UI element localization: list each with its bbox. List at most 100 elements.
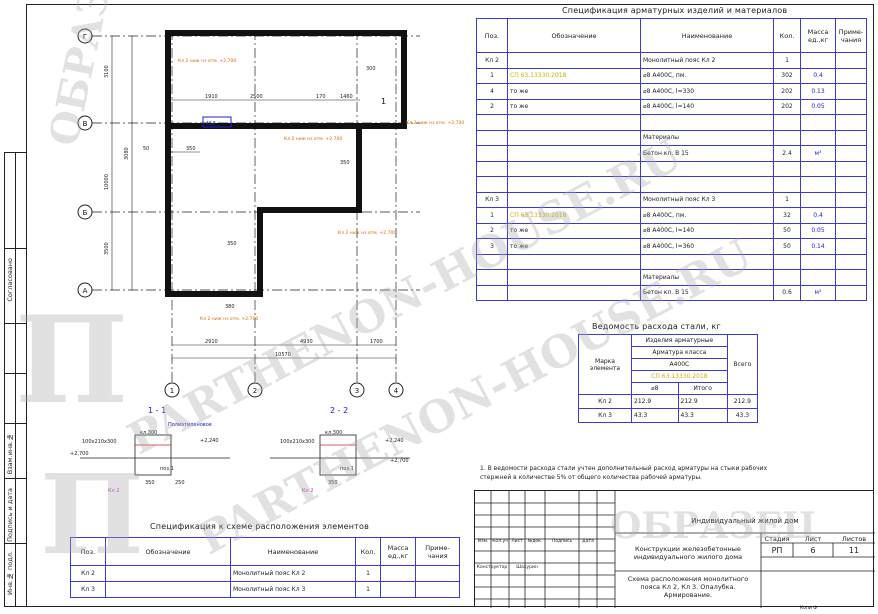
spec-main-cell: 202 [773, 98, 801, 115]
spec-bottom-title: Спецификация к схеме расположения элемен… [150, 522, 369, 531]
spec-bottom-cell: Кл 2 [70, 565, 106, 582]
axis-row-a: А [83, 287, 88, 295]
spec-main-cell: Бетон кл. В 15 [640, 284, 774, 301]
spec-main-cell [507, 160, 641, 177]
bcol-pos: Поз. [70, 537, 106, 566]
spec-main-cell: то же [507, 98, 641, 115]
dim-inner-9: 350 [227, 241, 237, 247]
steel-cell: 212.9 [726, 394, 759, 409]
spec-main-row [476, 114, 867, 131]
spec-main-cell [835, 191, 867, 208]
sheet-frame [26, 4, 874, 607]
spec-bottom-cell [415, 565, 460, 582]
spec-main-cell: 2.4 [773, 145, 801, 162]
tb-name: Шахурин [516, 565, 538, 570]
spec-main-cell [640, 176, 774, 193]
tb-col-doc: №док. [527, 539, 543, 544]
spec-main-cell: ⌀8 А400С, l=140 [640, 222, 774, 239]
s1-label-8: Кл 2 [108, 488, 120, 494]
spec-main-cell: Кл 2 [476, 52, 508, 69]
spec-main-cell [835, 253, 867, 270]
spec-main-row: Материалы [476, 269, 867, 286]
axis-row-v: В [83, 120, 88, 128]
s1-label-5: +2,700 [70, 451, 89, 457]
spec-main-cell [835, 114, 867, 131]
dim-inner-10: 380 [225, 304, 235, 310]
axis-col-4: 4 [394, 387, 399, 395]
spec-main-row [476, 160, 867, 177]
spec-main-cell: СП 63.13330.2018 [507, 207, 641, 224]
tb-sheet: 6 [810, 546, 816, 555]
format-label: Копи Ф [800, 606, 818, 611]
spec-main-cell: Материалы [640, 129, 774, 146]
section-2-title: 2 - 2 [330, 406, 348, 415]
tb-col-sign: Подпись [551, 539, 573, 544]
steel-h-d8: ⌀8 [631, 382, 679, 395]
steel-table: Марка элемента Изделия арматурные Всего … [578, 334, 759, 423]
spec-main-cell: 2 [476, 98, 508, 115]
spec-bottom-table: Поз. Обозначение Наименование Кол. Масса… [70, 537, 460, 598]
axis-row-g: Г [83, 33, 87, 41]
dim-inner-8: 350 [340, 160, 350, 166]
s2-label-3: +2,240 [385, 438, 404, 444]
spec-main-cell [476, 284, 508, 301]
spec-main-cell [507, 191, 641, 208]
spec-main-cell [507, 176, 641, 193]
dim-bottom-3: 1700 [370, 339, 383, 345]
dim-left-1: 3100 [104, 65, 110, 78]
spec-main-cell [835, 145, 867, 162]
stamp-replace-inv: Взам.инв.№ [6, 433, 14, 475]
s1-label-7: 250 [175, 480, 185, 486]
spec-main-cell: м³ [800, 145, 836, 162]
tb-drawing: Схема расположения монолитного пояса Кл … [627, 575, 749, 599]
axis-col-2: 2 [253, 387, 257, 395]
spec-main-cell: 1 [476, 207, 508, 224]
blue-tag: 1Б2 [206, 121, 216, 127]
spec-bottom-cell: 1 [355, 565, 381, 582]
spec-main-cell [773, 176, 801, 193]
dim-inner-4: 1460 [340, 94, 353, 100]
dim-inner-1: 1910 [205, 94, 218, 100]
spec-main-cell [800, 269, 836, 286]
spec-main-cell [773, 253, 801, 270]
spec-main-cell [507, 269, 641, 286]
spec-main-cell: ⌀8 А400С, l=330 [640, 83, 774, 100]
dim-left-3: 10000 [104, 174, 110, 190]
spec-main-cell: Кл 3 [476, 191, 508, 208]
spec-main-cell: Бетон кл. В 15 [640, 145, 774, 162]
col-name: Наименование [640, 18, 774, 53]
spec-main-table: Поз. Обозначение Наименование Кол. Масса… [476, 18, 867, 301]
spec-main-cell: ⌀8 А400С, l=360 [640, 238, 774, 255]
spec-main-cell [835, 238, 867, 255]
spec-main-cell [773, 160, 801, 177]
callout-1: Кл 2 ниж нз отм. +2.700 [178, 58, 236, 64]
spec-main-cell [800, 253, 836, 270]
axis-col-1: 1 [170, 387, 174, 395]
axis-row-b: Б [83, 209, 88, 217]
dim-inner-6: 50 [143, 146, 149, 152]
axis-col-3: 3 [355, 387, 359, 395]
spec-main-cell [476, 129, 508, 146]
s1-label-2: 100х210х300 [82, 439, 117, 445]
steel-cell: 43.3 [726, 408, 759, 423]
dim-inner-5: 300 [366, 66, 376, 72]
steel-h-a400: А400С [631, 358, 728, 371]
spec-main-cell: 0.6 [773, 284, 801, 301]
spec-main-cell [800, 129, 836, 146]
spec-main-cell [800, 160, 836, 177]
spec-main-row: Материалы [476, 129, 867, 146]
spec-main-cell [507, 114, 641, 131]
spec-main-cell [835, 284, 867, 301]
spec-main-cell: 2 [476, 222, 508, 239]
spec-main-cell: то же [507, 238, 641, 255]
s2-label-1: 100х210х300 [280, 439, 315, 445]
title-block: Изм. Кол.уч Лист №док. Подпись Дата Конс… [474, 490, 875, 608]
